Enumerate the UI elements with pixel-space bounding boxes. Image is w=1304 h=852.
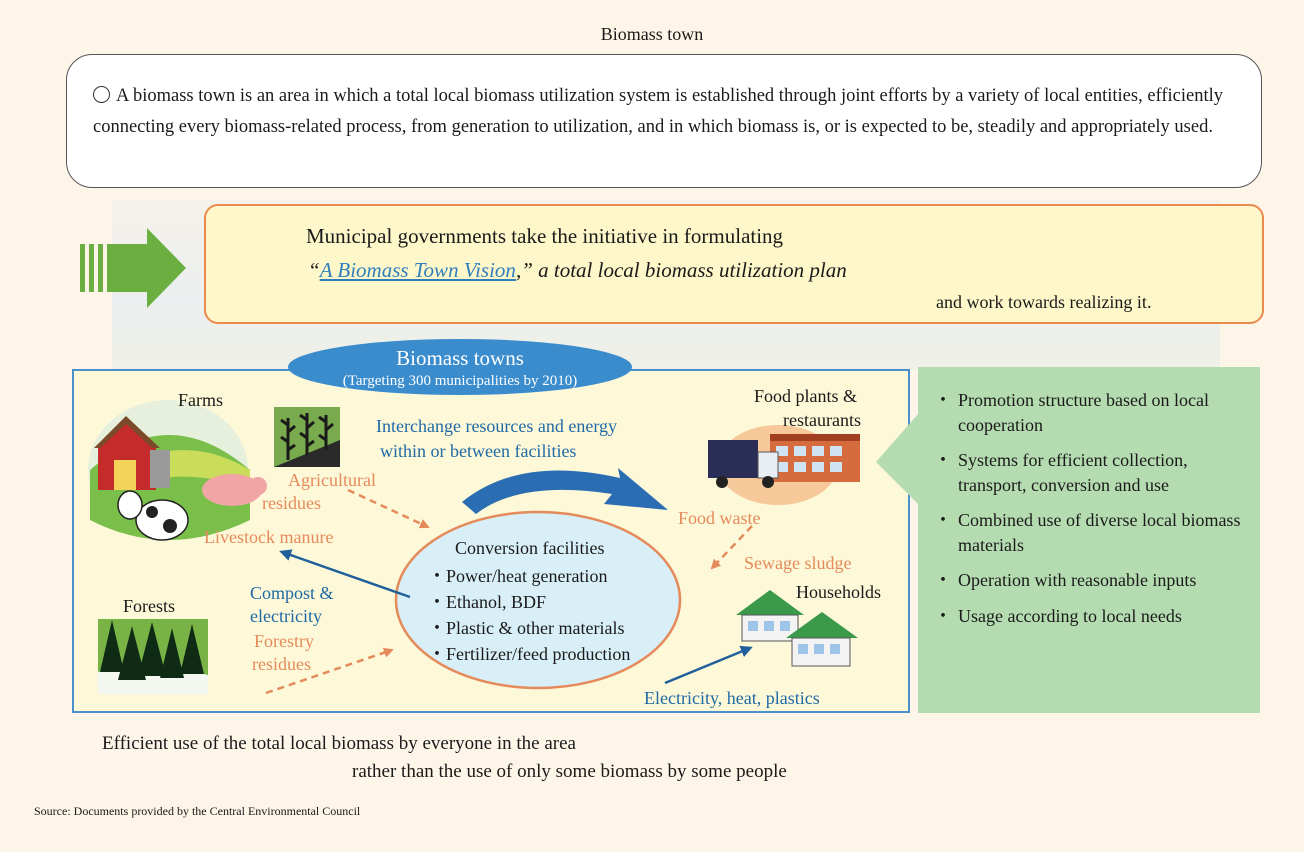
food-plant-truck-icon <box>708 425 860 505</box>
source-note: Source: Documents provided by the Centra… <box>34 804 361 818</box>
food-waste-label: Food waste <box>678 508 761 528</box>
interchange-arrow <box>462 468 668 514</box>
agri-residues-label-1: Agricultural <box>288 470 376 490</box>
feature-item: Combined use of diverse local biomass ma… <box>934 508 1254 557</box>
features-list: Promotion structure based on local coope… <box>934 388 1254 639</box>
crop-icon <box>274 407 340 467</box>
livestock-manure-label: Livestock manure <box>204 527 334 547</box>
conversion-title: Conversion facilities <box>455 538 605 558</box>
conversion-item: Fertilizer/feed production <box>428 641 678 667</box>
food-waste-arrow <box>710 525 753 570</box>
forestry-residues-arrow <box>265 647 394 695</box>
conversion-item: Power/heat generation <box>428 563 678 589</box>
conversion-list: Power/heat generation Ethanol, BDF Plast… <box>428 563 678 667</box>
forestry-residues-label-1: Forestry <box>254 631 314 651</box>
agri-residues-label-2: residues <box>262 493 321 513</box>
agri-residues-arrow <box>347 488 430 529</box>
compost-arrow <box>279 549 411 599</box>
outputs-arrow <box>664 645 753 685</box>
food-plants-label-1: Food plants & <box>754 386 858 406</box>
green-arrow-icon <box>80 228 186 308</box>
footer-line-1: Efficient use of the total local biomass… <box>102 733 576 754</box>
biomass-towns-subtitle: (Targeting 300 municipalities by 2010) <box>342 373 578 389</box>
vision-line-2-rest: ,” a total local biomass utilization pla… <box>515 258 847 282</box>
feature-item: Usage according to local needs <box>934 604 1254 629</box>
compost-label-2: electricity <box>250 606 322 626</box>
vision-line-2: “A Biomass Town Vision,” a total local b… <box>308 258 847 283</box>
definition-text: A biomass town is an area in which a tot… <box>93 86 1224 137</box>
features-pointer <box>876 413 919 505</box>
conversion-item: Plastic & other materials <box>428 615 678 641</box>
vision-line-3: and work towards realizing it. <box>936 292 1152 312</box>
interchange-label-2: within or between facilities <box>380 441 577 461</box>
vision-line-1: Municipal governments take the initiativ… <box>306 224 784 248</box>
households-label: Households <box>796 582 881 602</box>
households-icon <box>736 590 858 667</box>
page-title: Biomass town <box>600 24 704 44</box>
feature-item: Operation with reasonable inputs <box>934 568 1254 593</box>
food-plants-label-2: restaurants <box>783 410 861 430</box>
outputs-label: Electricity, heat, plastics <box>644 688 820 708</box>
circle-bullet-icon <box>93 86 110 103</box>
interchange-label-1: Interchange resources and energy <box>376 416 618 436</box>
sewage-sludge-label: Sewage sludge <box>744 553 852 573</box>
compost-label-1: Compost & <box>250 583 334 603</box>
farms-label: Farms <box>178 390 223 410</box>
farm-icon <box>88 400 267 541</box>
vision-box <box>204 204 1264 324</box>
footer-line-2: rather than the use of only some biomass… <box>352 761 787 782</box>
biomass-towns-title: Biomass towns <box>396 346 524 370</box>
definition-box: A biomass town is an area in which a tot… <box>66 54 1262 188</box>
feature-item: Promotion structure based on local coope… <box>934 388 1254 437</box>
biomass-towns-ellipse <box>288 339 632 395</box>
conversion-item: Ethanol, BDF <box>428 589 678 615</box>
forests-label: Forests <box>123 596 176 616</box>
forest-icon <box>98 619 208 694</box>
biomass-town-vision-link[interactable]: A Biomass Town Vision <box>319 258 516 282</box>
quote-open: “ <box>308 258 320 282</box>
feature-item: Systems for efficient collection, transp… <box>934 448 1254 497</box>
forestry-residues-label-2: residues <box>252 654 311 674</box>
